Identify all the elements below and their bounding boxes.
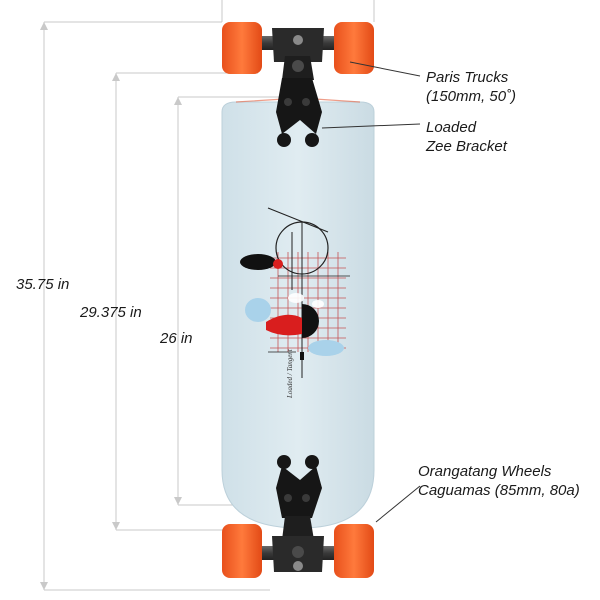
callout-bracket-line1: Loaded bbox=[426, 119, 477, 136]
top-bracket bbox=[276, 78, 322, 147]
overall-length-label: 35.75 in bbox=[16, 276, 70, 293]
dimension-lines bbox=[43, 0, 375, 591]
bottom-bracket bbox=[276, 455, 322, 518]
wheelbase-label: 26 in bbox=[160, 330, 193, 347]
callout-wheels-line1: Orangatang Wheels bbox=[418, 463, 552, 480]
callout-pointers bbox=[321, 61, 421, 523]
callout-bracket: Loaded Zee Bracket bbox=[426, 118, 507, 156]
outer-wheelbase-label: 29.375 in bbox=[80, 304, 142, 321]
callout-wheels: Orangatang Wheels Caguamas (85mm, 80a) bbox=[418, 462, 580, 500]
bottom-wheels bbox=[222, 524, 374, 578]
callout-wheels-line2: Caguamas (85mm, 80a) bbox=[418, 482, 580, 499]
top-wheels bbox=[222, 22, 374, 74]
top-truck bbox=[246, 28, 350, 80]
deck-signature: Loaded / Tangent bbox=[286, 348, 294, 399]
callout-trucks: Paris Trucks (150mm, 50˚) bbox=[426, 68, 516, 106]
callout-trucks-line1: Paris Trucks bbox=[426, 69, 509, 86]
dimension-arrowheads bbox=[40, 22, 182, 590]
deck-graphic bbox=[240, 207, 350, 378]
callout-trucks-line2: (150mm, 50˚) bbox=[426, 88, 517, 105]
callout-bracket-line2: Zee Bracket bbox=[426, 138, 507, 155]
bottom-truck bbox=[246, 516, 350, 572]
